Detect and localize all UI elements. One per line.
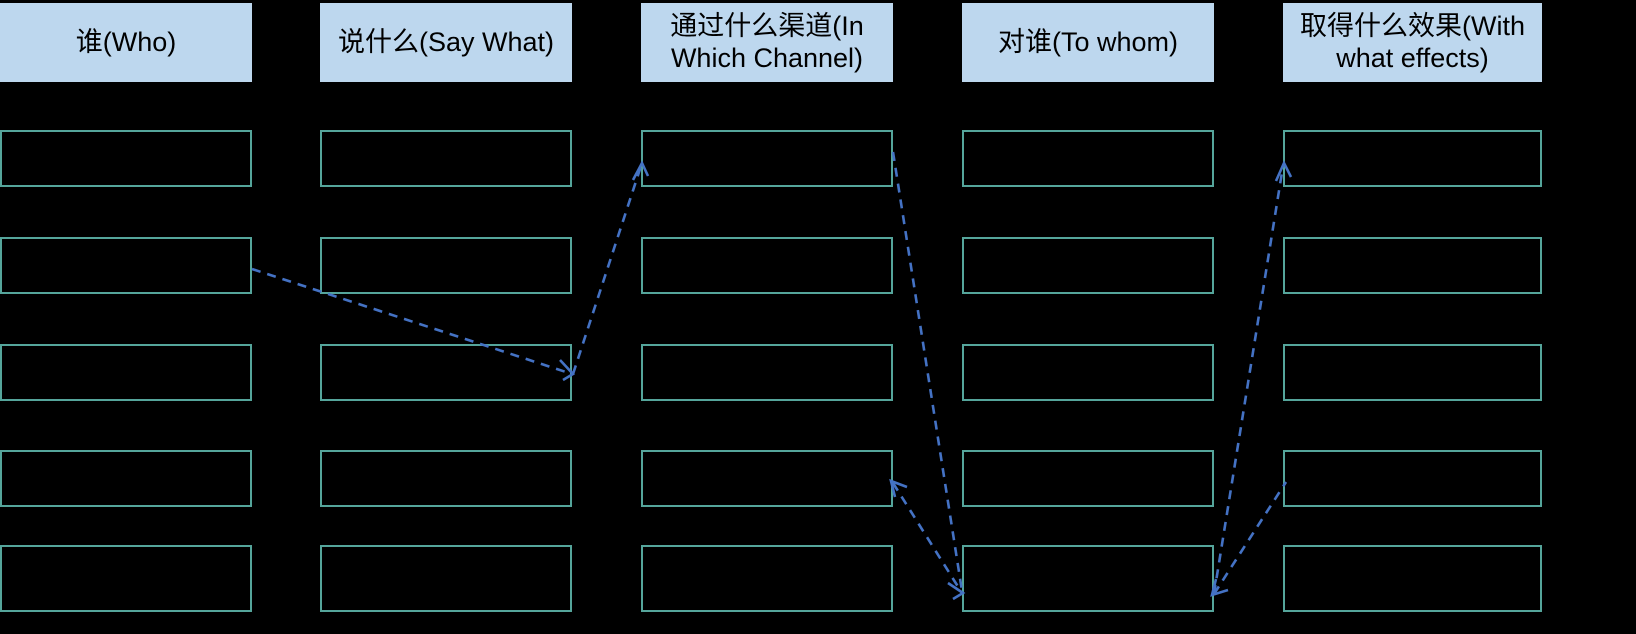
cell-to-whom-row4[interactable] xyxy=(962,450,1214,507)
cell-say-what-row5[interactable] xyxy=(320,545,572,612)
column-header-to-whom: 对谁(To whom) xyxy=(962,3,1214,82)
cell-in-which-channel-row4[interactable] xyxy=(641,450,893,507)
cell-who-row2[interactable] xyxy=(0,237,252,294)
cell-to-whom-row1[interactable] xyxy=(962,130,1214,187)
connector-channel-r1-to-to-whom-r5 xyxy=(891,151,966,601)
cell-say-what-row3[interactable] xyxy=(320,344,572,401)
cell-to-whom-row3[interactable] xyxy=(962,344,1214,401)
cell-to-whom-row2[interactable] xyxy=(962,237,1214,294)
connector-channel-r4-to-to-whom-r5 xyxy=(889,478,964,594)
cell-with-what-effects-row3[interactable] xyxy=(1283,344,1542,401)
connector-to-whom-r5-to-effects-r4 xyxy=(1210,481,1288,597)
cell-in-which-channel-row3[interactable] xyxy=(641,344,893,401)
cell-who-row5[interactable] xyxy=(0,545,252,612)
column-header-say-what: 说什么(Say What) xyxy=(320,3,572,82)
cell-in-which-channel-row2[interactable] xyxy=(641,237,893,294)
cell-say-what-row2[interactable] xyxy=(320,237,572,294)
cell-say-what-row1[interactable] xyxy=(320,130,572,187)
cell-who-row4[interactable] xyxy=(0,450,252,507)
connector-to-whom-r5-to-effects-r1 xyxy=(1212,159,1293,595)
cell-with-what-effects-row5[interactable] xyxy=(1283,545,1542,612)
cell-with-what-effects-row2[interactable] xyxy=(1283,237,1542,294)
connector-say-what-r3-to-channel-r1 xyxy=(571,160,650,375)
column-header-with-what-effects: 取得什么效果(With what effects) xyxy=(1283,3,1542,82)
cell-with-what-effects-row1[interactable] xyxy=(1283,130,1542,187)
cell-say-what-row4[interactable] xyxy=(320,450,572,507)
cell-who-row3[interactable] xyxy=(0,344,252,401)
cell-who-row1[interactable] xyxy=(0,130,252,187)
cell-with-what-effects-row4[interactable] xyxy=(1283,450,1542,507)
cell-to-whom-row5[interactable] xyxy=(962,545,1214,612)
cell-in-which-channel-row5[interactable] xyxy=(641,545,893,612)
column-header-in-which-channel: 通过什么渠道(In Which Channel) xyxy=(641,3,893,82)
column-header-who: 谁(Who) xyxy=(0,3,252,82)
cell-in-which-channel-row1[interactable] xyxy=(641,130,893,187)
